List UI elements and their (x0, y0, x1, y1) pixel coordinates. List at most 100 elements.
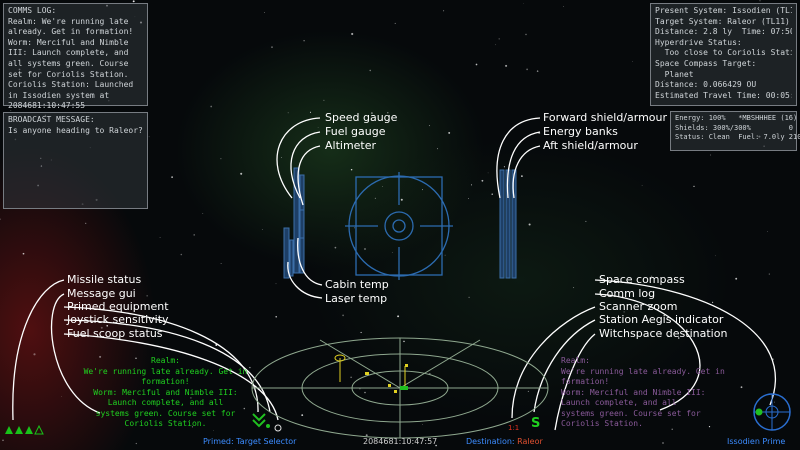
star (503, 166, 505, 168)
star (264, 12, 265, 13)
message-line: Realm: (151, 356, 180, 365)
star (397, 315, 400, 318)
star (370, 112, 373, 115)
callout-scanner-zoom: Scanner zoom (599, 300, 678, 313)
star (193, 234, 195, 236)
star (85, 222, 87, 225)
callout-comm-log: Comm log (599, 287, 656, 300)
message-gui: Realm: We're running late already. Get i… (78, 356, 253, 430)
star (135, 442, 137, 445)
star (422, 189, 423, 191)
missile-icon (25, 426, 33, 434)
comm-log-line: Worm: Merciful and Nimble III: (561, 387, 706, 397)
callout-arrows (12, 117, 777, 431)
primed-equipment-icon (252, 413, 266, 428)
target-system: Target System: Raleor (TL11) x (655, 17, 792, 28)
star (100, 326, 103, 329)
star (495, 44, 497, 46)
star (364, 391, 366, 394)
comms-log-line: Coriolis Station: Launched in Issodien s… (8, 80, 134, 111)
star (422, 424, 423, 425)
comms-log-panel: COMMS LOG: Realm: We're running late alr… (3, 3, 148, 110)
star (317, 127, 319, 128)
star (525, 33, 527, 36)
destination-label: Destination: (466, 437, 515, 446)
star (132, 0, 135, 3)
callout-witchspace-destination: Witchspace destination (599, 327, 728, 340)
star (382, 186, 383, 187)
star (146, 295, 148, 297)
star (350, 168, 353, 171)
star (309, 111, 312, 113)
callout-fuel-gauge: Fuel gauge (325, 125, 386, 138)
game-clock: 2084681:10:47:57 (363, 437, 438, 446)
star (190, 397, 192, 399)
star (342, 314, 345, 317)
laser-temp-gauge (289, 239, 294, 277)
star (275, 315, 277, 318)
speed-gauge (293, 167, 300, 274)
star (526, 68, 528, 71)
comm-log-line: systems green. Course set for (561, 408, 701, 418)
primed-equipment-readout: Primed: Target Selector (203, 437, 296, 446)
space-compass-icon (753, 393, 791, 431)
star (180, 253, 183, 256)
star (487, 172, 489, 174)
star (767, 231, 768, 232)
station-aegis-indicator: S (531, 416, 541, 431)
hyperdrive-status-label: Hyperdrive Status: (655, 37, 742, 47)
comm-log-line: formation! (561, 377, 610, 386)
star (33, 353, 36, 356)
star (191, 426, 193, 428)
missile-icon (5, 426, 13, 434)
star (660, 333, 662, 336)
message-line: systems green. Course set for (95, 408, 236, 418)
primed-value: Target Selector (236, 437, 297, 446)
star (740, 386, 743, 389)
compass-target-value: Planet (655, 69, 694, 79)
callout-station-aegis: Station Aegis indicator (599, 313, 724, 326)
star (491, 193, 493, 195)
star (712, 301, 714, 303)
altimeter-gauge (299, 209, 305, 239)
comm-log-overlay: Realm: We're running late already. Get i… (561, 356, 741, 430)
callout-primed-equipment: Primed equipment (67, 300, 169, 313)
hyperdrive-status-value: Too close to Coriolis Station (655, 48, 792, 58)
system-info-panel: Present System: Issodien (TL11) Target S… (650, 3, 797, 106)
star (428, 125, 431, 127)
message-line: Launch complete, and all (107, 398, 224, 407)
star (481, 179, 484, 182)
broadcast-message-panel: BROADCAST MESSAGE: Is anyone heading to … (3, 112, 148, 209)
star (202, 213, 204, 214)
star (521, 175, 523, 178)
star (708, 425, 711, 428)
star (641, 185, 643, 186)
star (585, 220, 587, 222)
crosshair-icon (345, 172, 453, 280)
missile-icon (15, 426, 23, 434)
callout-speed-gauge: Speed gauge (325, 111, 398, 124)
callout-message-gui: Message gui (67, 287, 136, 300)
star (468, 296, 470, 299)
star (394, 22, 396, 24)
star (135, 357, 137, 359)
star (10, 110, 12, 111)
star (662, 442, 664, 444)
star (527, 390, 529, 392)
scanner-zoom-indicator: 1:1 (508, 424, 520, 432)
star (360, 331, 362, 334)
fuel-status: Status: Clean Fuel: 7.0ly 210 m/s (675, 133, 800, 141)
star (148, 136, 150, 138)
message-line: formation! (141, 377, 190, 386)
star (220, 158, 222, 160)
comms-log-title: COMMS LOG: (8, 6, 57, 15)
status-panel: Energy: 100% *MBSHHHEE (16) Shields: 300… (670, 111, 800, 151)
star (475, 63, 478, 66)
star (631, 61, 633, 62)
cabin-temp-gauge (283, 227, 290, 279)
fuel-scoop-icon (266, 424, 270, 428)
star (774, 401, 775, 403)
present-system: Present System: Issodien (TL11) (655, 6, 792, 15)
callout-fuel-scoop-status: Fuel scoop status (67, 327, 163, 340)
